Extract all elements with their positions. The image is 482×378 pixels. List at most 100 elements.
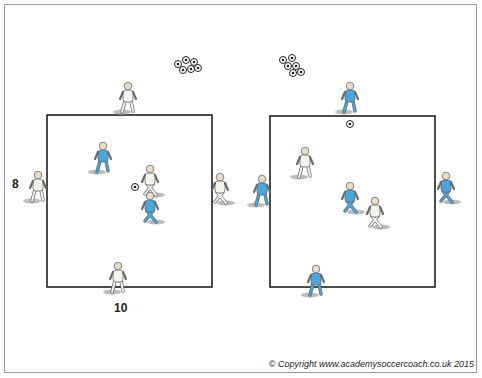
player-head <box>371 197 379 205</box>
player-legs <box>344 101 355 112</box>
player <box>438 172 461 204</box>
ball <box>188 66 195 73</box>
player-head <box>301 147 309 155</box>
ball <box>347 121 354 128</box>
ball <box>290 70 297 77</box>
player-body <box>370 205 380 217</box>
player-body <box>311 273 321 285</box>
player-legs-fill <box>344 101 355 112</box>
player-legs-fill <box>310 284 321 295</box>
player-arms <box>30 181 46 188</box>
ball-patch <box>282 59 285 62</box>
ball-patch <box>292 72 295 75</box>
player <box>142 192 165 224</box>
player-number: 10 <box>114 302 127 315</box>
player-head <box>114 262 122 270</box>
player-body <box>345 90 355 102</box>
ball-outline <box>290 70 297 77</box>
player-legs-fill <box>32 190 43 201</box>
player-head <box>146 192 154 200</box>
player <box>113 82 136 114</box>
player-legs-fill <box>122 101 133 112</box>
player-number: 8 <box>12 178 19 191</box>
player-arms <box>95 152 111 159</box>
player-head <box>216 173 224 181</box>
player-body <box>113 270 123 282</box>
player-body <box>300 155 310 167</box>
player-legs <box>97 161 108 172</box>
player <box>342 182 365 214</box>
player <box>247 175 270 207</box>
ball-outline <box>293 63 300 70</box>
player-body <box>98 150 108 162</box>
player-head <box>146 165 154 173</box>
ball <box>180 67 187 74</box>
ball <box>195 65 202 72</box>
player-legs-fill <box>215 192 226 203</box>
ball-patch <box>177 63 180 66</box>
player-body <box>33 179 43 191</box>
ball <box>183 57 190 64</box>
player-head <box>258 175 266 183</box>
player-arms <box>110 272 126 279</box>
player-arms <box>308 275 324 282</box>
ball-outline <box>289 55 296 62</box>
player-legs <box>32 190 43 201</box>
player-body <box>123 90 133 102</box>
left-grid <box>47 115 212 287</box>
player-head <box>346 182 354 190</box>
player-legs <box>256 194 267 205</box>
frame <box>5 5 477 373</box>
player-body <box>257 183 267 195</box>
ball-patch <box>190 68 193 71</box>
balls <box>132 55 354 191</box>
player <box>23 171 46 203</box>
ball-patch <box>134 186 137 189</box>
player-arms <box>212 183 228 190</box>
copyright-note: © Copyright www.academysoccercoach.co.uk… <box>269 360 474 370</box>
player-arms <box>120 92 136 99</box>
player-legs-fill <box>370 216 381 227</box>
player-arms <box>142 175 158 182</box>
ball <box>293 63 300 70</box>
player-body <box>215 181 225 193</box>
player-legs <box>370 216 381 227</box>
player-head <box>124 82 132 90</box>
ball-outline <box>347 121 354 128</box>
player-arms <box>254 185 270 192</box>
ball-outline <box>183 57 190 64</box>
player-legs <box>145 211 156 222</box>
player <box>335 82 358 114</box>
player-arms <box>342 192 358 199</box>
ball-patch <box>300 71 303 74</box>
ball-patch <box>295 65 298 68</box>
ball <box>280 57 287 64</box>
ball-patch <box>193 61 196 64</box>
player-legs-fill <box>345 201 356 212</box>
ball-patch <box>287 65 290 68</box>
player <box>290 147 313 179</box>
player-legs <box>310 284 321 295</box>
player-head <box>99 142 107 150</box>
ball-patch <box>349 123 352 126</box>
player-legs <box>441 191 452 202</box>
player-arms <box>367 207 383 214</box>
player-legs <box>215 192 226 203</box>
player-body <box>345 190 355 202</box>
player-head <box>34 171 42 179</box>
player-legs <box>112 281 123 292</box>
player-head <box>312 265 320 273</box>
player-legs-fill <box>97 161 108 172</box>
ball <box>289 55 296 62</box>
ball <box>132 184 139 191</box>
player-arms <box>142 202 158 209</box>
ball-patch <box>182 69 185 72</box>
ball-outline <box>132 184 139 191</box>
player-body <box>145 173 155 185</box>
player <box>103 262 126 294</box>
ball-patch <box>291 57 294 60</box>
player <box>301 265 324 297</box>
player-legs <box>299 166 310 177</box>
